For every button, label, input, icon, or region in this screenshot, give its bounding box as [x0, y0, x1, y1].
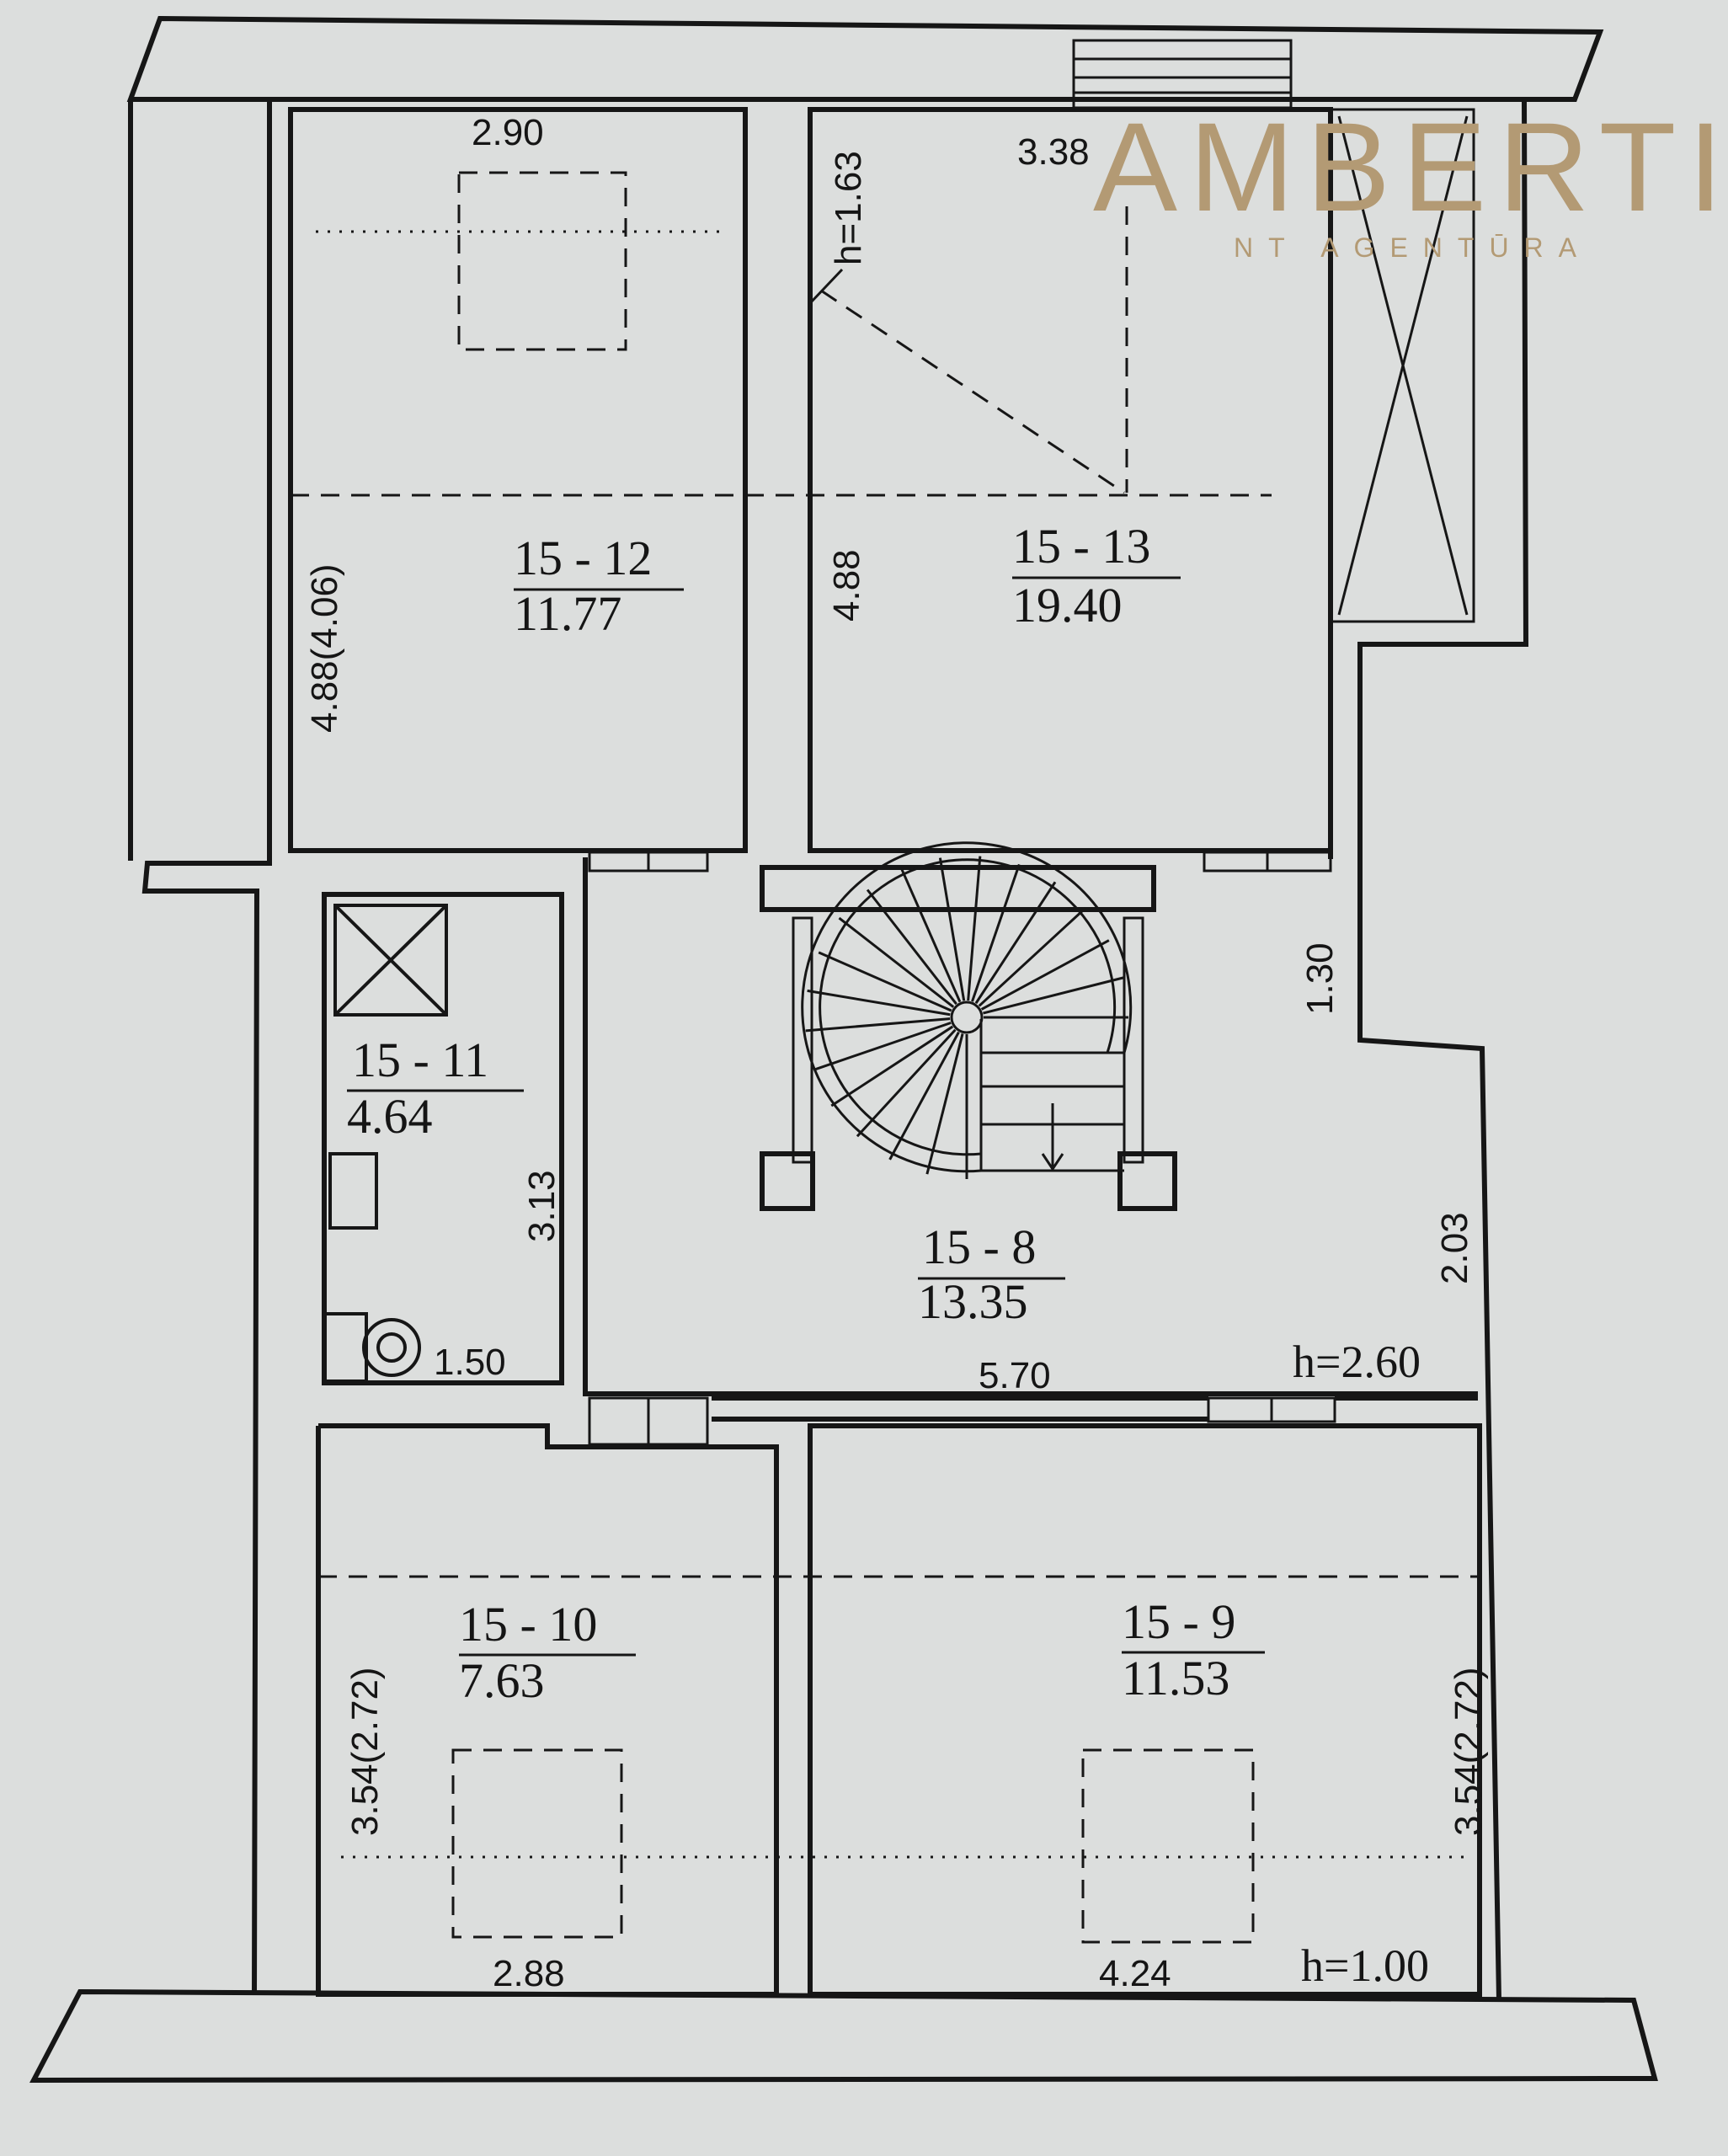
room-15-9-number: 15 - 9 [1122, 1594, 1235, 1649]
dim-r10-width: 2.88 [493, 1953, 565, 1994]
dim-r9-height: 3.54(2.72) [1448, 1667, 1489, 1836]
room-15-13 [808, 39, 1475, 853]
stair-tread [807, 989, 951, 1017]
room-15-12-number: 15 - 12 [514, 531, 652, 585]
dim-hall-right-lower: 2.03 [1434, 1212, 1475, 1284]
dim-r13-height: 4.88 [826, 549, 867, 622]
dim-hall-right-upper: 1.30 [1299, 942, 1341, 1015]
dim-hall-ceiling: h=2.60 [1293, 1337, 1421, 1387]
spiral-stair [760, 841, 1177, 1211]
dim-r9-width: 4.24 [1099, 1953, 1171, 1994]
stair-tread [830, 1025, 954, 1107]
room-15-10-number: 15 - 10 [459, 1597, 597, 1652]
stair-tread [888, 1031, 960, 1161]
room-15-10 [316, 1423, 1478, 1997]
stair-tread [925, 1033, 964, 1175]
dim-r13-width: 3.38 [1017, 131, 1090, 173]
brand-watermark: AMBERTI NT AGENTŪRA [1093, 96, 1728, 263]
stair-tread [900, 868, 962, 1003]
brand-name: AMBERTI [1093, 96, 1728, 237]
stair-tread [813, 1022, 952, 1071]
room-15-13-area: 19.40 [1012, 578, 1123, 632]
dimension-labels: 2.90 4.88(4.06) 3.38 h=1.63 4.88 1.30 2.… [304, 112, 1489, 1994]
room-15-9-area: 11.53 [1122, 1651, 1229, 1705]
stair-tread [983, 976, 1124, 1015]
room-15-9 [808, 1423, 1482, 1997]
stair-tread [818, 951, 952, 1012]
brand-subtitle: NT AGENTŪRA [1234, 232, 1592, 263]
stair-tread [974, 881, 1057, 1005]
dim-r9-ceiling: h=1.00 [1301, 1940, 1429, 1991]
room-labels: 15 - 12 11.77 15 - 13 19.40 15 - 11 4.64… [347, 519, 1265, 1708]
dim-bath-height: 3.13 [521, 1170, 563, 1242]
stair-tread [856, 1028, 957, 1138]
dim-r13-ceiling: h=1.63 [828, 151, 869, 265]
dim-bath-width: 1.50 [434, 1342, 506, 1383]
stair-tread [978, 906, 1087, 1007]
dim-hall-width: 5.70 [979, 1355, 1051, 1396]
dim-r12-width: 2.90 [472, 112, 544, 153]
room-15-8-area: 13.35 [918, 1274, 1028, 1329]
stair-tread [866, 889, 957, 1006]
room-15-10-area: 7.63 [459, 1653, 545, 1708]
room-15-8 [583, 841, 1478, 1446]
stair-tread [938, 857, 966, 1001]
stair-tread [971, 863, 1021, 1002]
room-15-13-number: 15 - 13 [1012, 519, 1150, 574]
stair-tread [980, 939, 1110, 1011]
room-15-11-area: 4.64 [347, 1089, 433, 1144]
stair-tread [838, 916, 955, 1008]
room-15-11-number: 15 - 11 [352, 1033, 488, 1087]
stair-tread [805, 1017, 951, 1033]
room-15-12 [288, 107, 1272, 853]
dim-r12-height: 4.88(4.06) [304, 563, 345, 733]
room-15-11 [322, 892, 564, 1385]
stair-tread [967, 856, 982, 1001]
room-15-8-number: 15 - 8 [922, 1219, 1036, 1274]
dim-r10-height: 3.54(2.72) [344, 1667, 386, 1836]
outer-walls [29, 15, 1658, 2084]
room-15-12-area: 11.77 [514, 586, 621, 641]
